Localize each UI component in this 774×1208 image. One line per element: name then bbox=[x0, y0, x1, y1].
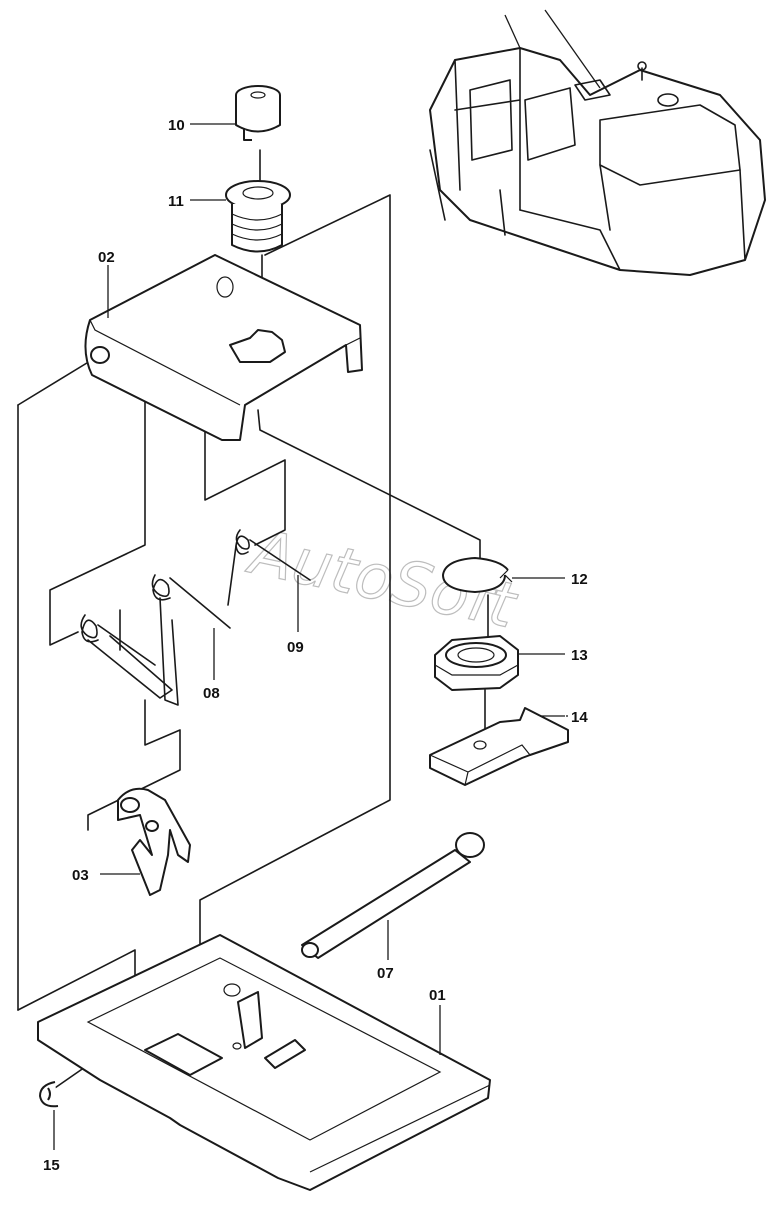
callout-12: 12 bbox=[571, 571, 588, 588]
callout-10: 10 bbox=[168, 117, 185, 134]
part-10-key-cap bbox=[190, 85, 281, 141]
callout-11: 11 bbox=[168, 193, 184, 210]
part-11-bushing bbox=[190, 180, 291, 253]
part-13-hex-nut bbox=[434, 635, 565, 691]
part-15-e-clip bbox=[39, 1081, 59, 1150]
callout-01: 01 bbox=[429, 987, 446, 1004]
callout-15: 15 bbox=[43, 1157, 60, 1174]
part-02-bracket bbox=[84, 254, 363, 441]
callout-08: 08 bbox=[203, 685, 220, 702]
part-09-spring bbox=[227, 529, 311, 632]
callout-13: 13 bbox=[571, 647, 588, 664]
part-14-block bbox=[429, 707, 569, 786]
callout-14: 14 bbox=[571, 709, 588, 726]
callout-07: 07 bbox=[377, 965, 394, 982]
part-03-latch-hook bbox=[100, 787, 191, 896]
callout-03: 03 bbox=[72, 867, 89, 884]
part-spring-left bbox=[80, 614, 173, 699]
callout-02: 02 bbox=[98, 249, 115, 266]
part-08-spring bbox=[151, 574, 231, 706]
part-07-pin bbox=[301, 832, 485, 960]
part-01-base-plate bbox=[37, 934, 491, 1191]
callout-09: 09 bbox=[287, 639, 304, 656]
part-12-snap-ring bbox=[442, 557, 565, 593]
excavator-illustration bbox=[429, 9, 766, 276]
